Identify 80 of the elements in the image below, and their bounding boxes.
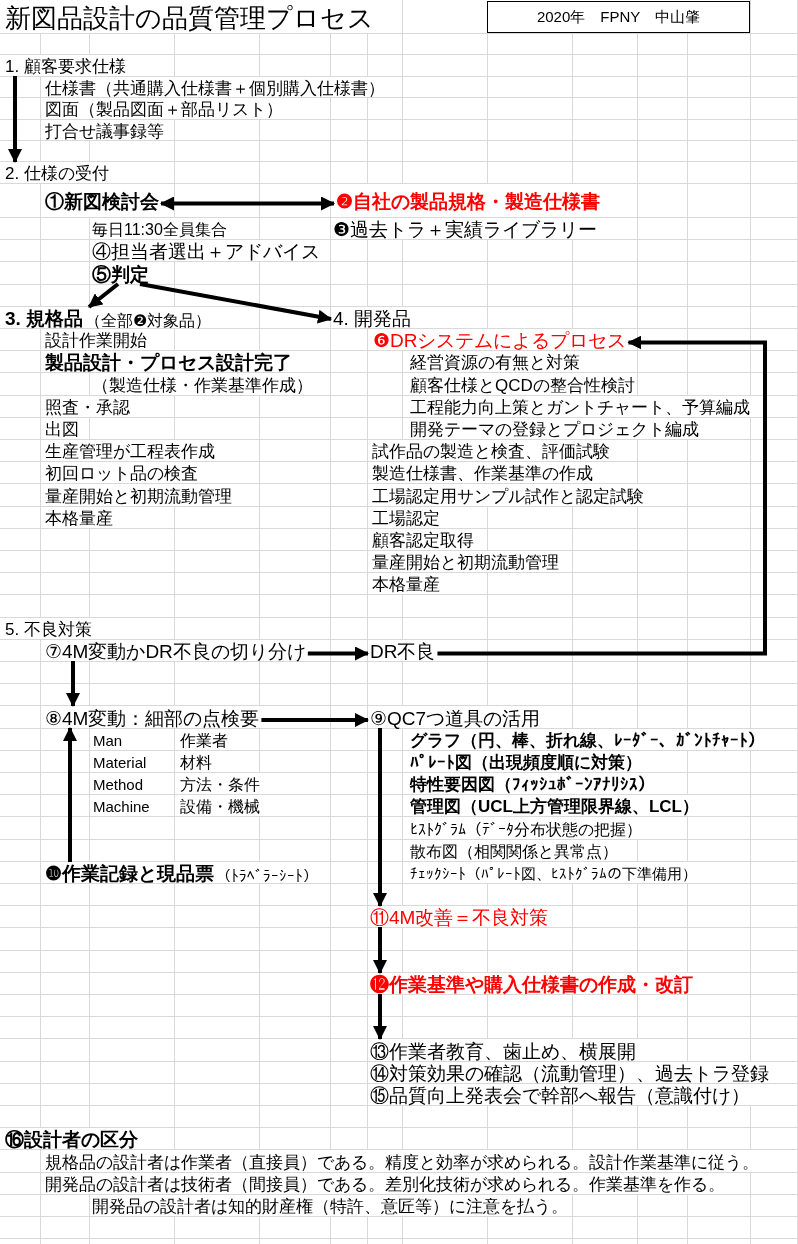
- term-meaning: 方法・条件: [179, 775, 261, 794]
- step-text: ④担当者選出＋アドバイス: [91, 240, 321, 261]
- note-text: 開発品の設計者は知的財産権（特許、意匠等）に注意を払う。: [91, 1196, 569, 1216]
- list-item: 出図: [44, 419, 80, 439]
- list-item: ﾁｪｯｸｼｰﾄ（ﾊﾟﾚｰﾄ図、ﾋｽﾄｸﾞﾗﾑの下準備用）: [409, 864, 698, 883]
- term-text: Machine: [92, 797, 151, 816]
- step-text: ❸過去トラ＋実績ライブラリー: [332, 218, 598, 239]
- step-text: ⑪4M改善＝不良対策: [368, 906, 551, 927]
- term-text: Method: [92, 775, 145, 794]
- step-text: ⑭対策効果の確認（流動管理）、過去トラ登録: [369, 1062, 770, 1083]
- note-text: 開発品の設計者は技術者（間接員）である。差別化技術が求められる。作業基準を作る。: [44, 1174, 726, 1194]
- arrow: [87, 282, 120, 309]
- list-item: 特性要因図（ﾌｨｯｼｭﾎﾞｰﾝｱﾅﾘｼｽ）: [408, 774, 656, 794]
- arrow: [373, 728, 387, 907]
- list-item: 本格量産: [44, 508, 114, 528]
- arrow: [8, 76, 22, 163]
- step-text: ⑧4M変動：細部の点検要: [43, 706, 262, 728]
- list-item: ﾋｽﾄｸﾞﾗﾑ（ﾃﾞｰﾀ分布状態の把握）: [409, 820, 643, 839]
- list-item: 経営資源の有無と対策: [409, 352, 581, 372]
- list-item: 打合せ議事録等: [44, 121, 165, 140]
- list-item: 本格量産: [371, 574, 441, 594]
- arrow: [373, 994, 387, 1040]
- heading-note: （全部❷対象品）: [85, 311, 213, 328]
- arrow: [66, 661, 80, 707]
- arrow: [261, 713, 369, 727]
- step-text: ⓬作業基準や購入仕様書の作成・改訂: [368, 973, 695, 994]
- list-item: グラフ（円、棒、折れ線、ﾚｰﾀﾞｰ、ｶﾞﾝﾄﾁｬｰﾄ）: [409, 730, 766, 750]
- step-text: ⑮品質向上発表会で幹部へ報告（意識付け）: [369, 1084, 751, 1105]
- term-meaning: 作業者: [179, 731, 229, 750]
- page-title: 新図品設計の品質管理プロセス: [4, 2, 375, 33]
- credit-box: 2020年 FPNY 中山肇: [487, 1, 750, 33]
- elbow-arrow: [437, 335, 767, 656]
- list-item: 量産開始と初期流動管理: [44, 486, 233, 506]
- list-item: 管理図（UCL上方管理限界線、LCL）: [409, 796, 700, 816]
- list-item: 量産開始と初期流動管理: [371, 552, 560, 572]
- list-item: 製造仕様書、作業基準の作成: [371, 463, 594, 483]
- step-text: ⑨QC7つ道具の活用: [368, 706, 543, 728]
- step-text: ❷自社の製品規格・製造仕様書: [334, 184, 602, 217]
- term-meaning: 材料: [179, 753, 213, 772]
- section-heading: 4. 開発品: [331, 307, 414, 328]
- step-text: ①新図検討会: [43, 184, 161, 217]
- note-text: 毎日11:30全員集合: [91, 220, 228, 239]
- list-item: 工場認定: [371, 508, 441, 528]
- list-item: 散布図（相関関係と異常点）: [409, 842, 619, 861]
- step-note: （ﾄﾗﾍﾞﾗｰｼｰﾄ）: [216, 866, 319, 883]
- step-text: ❿作業記録と現品票: [44, 862, 215, 883]
- list-item: ﾊﾟﾚｰﾄ図（出現頻度順に対策）: [409, 752, 643, 772]
- list-item: 設計作業開始: [44, 330, 148, 350]
- section-heading: 2. 仕様の受付: [3, 162, 111, 183]
- double-arrow: [160, 196, 335, 211]
- step-text: ❻DRシステムによるプロセス: [371, 329, 629, 350]
- list-item: 照査・承認: [44, 397, 131, 417]
- list-item: （製造仕様・作業基準作成）: [91, 375, 314, 395]
- list-item: 工場認定用サンプル試作と認定試験: [371, 486, 645, 506]
- list-item: 仕様書（共通購入仕様書＋個別購入仕様書）: [44, 78, 386, 97]
- term-text: Material: [92, 753, 148, 772]
- section-heading: 3. 規格品: [4, 307, 85, 328]
- step-text: ⑬作業者教育、歯止め、横展開: [368, 1039, 638, 1061]
- arrow: [63, 727, 77, 862]
- term-meaning: 設備・機械: [179, 797, 261, 816]
- list-item: 試作品の製造と検査、評価試験: [371, 441, 611, 461]
- list-item: 生産管理が工程表作成: [44, 441, 216, 461]
- list-item: 顧客認定取得: [371, 530, 475, 550]
- arrow: [139, 282, 332, 324]
- list-item: 工程能力向上策とガントチャート、予算編成: [409, 397, 751, 417]
- section-heading: ⑯設計者の区分: [4, 1128, 139, 1149]
- term-text: Man: [92, 731, 124, 750]
- arrow: [373, 927, 387, 974]
- section-heading: 5. 不良対策: [4, 619, 93, 639]
- list-item: 図面（製品図面＋部品リスト）: [44, 99, 284, 119]
- section-heading: 1. 顧客要求仕様: [3, 55, 128, 76]
- list-item: 初回ロット品の検査: [44, 463, 199, 483]
- step-text: ⑦4M変動かDR不良の切り分け: [43, 640, 308, 661]
- arrow: [307, 646, 369, 661]
- step-text: ⑤判定: [90, 262, 151, 284]
- note-text: 規格品の設計者は作業者（直接員）である。精度と効率が求められる。設計作業基準に従う。: [44, 1152, 760, 1172]
- list-item: 開発テーマの登録とプロジェクト編成: [409, 419, 700, 439]
- list-item: 顧客仕様とQCDの整合性検討: [409, 375, 636, 395]
- step-text: DR不良: [368, 640, 438, 661]
- step-text: 製品設計・プロセス設計完了: [44, 351, 293, 372]
